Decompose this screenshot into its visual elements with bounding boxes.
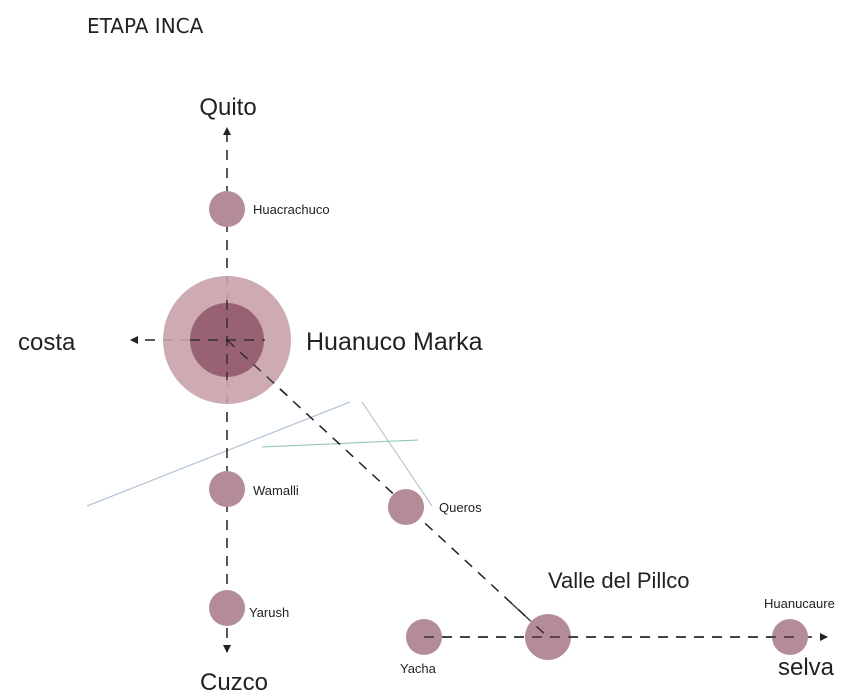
route-center-overlay-d (226, 339, 291, 399)
route-diagonal-overlay (509, 601, 549, 638)
site-label-huanuco-marka: Huanuco Marka (306, 328, 483, 356)
node-yarush (209, 590, 245, 626)
diagram-title: ETAPA INCA (87, 14, 204, 38)
site-label-valle-del-pillco: Valle del Pillco (548, 568, 689, 593)
site-label-yarush: Yarush (249, 605, 289, 620)
thin-line-1 (86, 401, 351, 507)
thin-line-2 (361, 401, 433, 507)
direction-label-west: costa (18, 329, 76, 356)
site-label-huanucaure: Huanucaure (764, 596, 835, 611)
node-valle-del-pillco (525, 614, 571, 660)
site-label-wamalli: Wamalli (253, 483, 299, 498)
site-label-queros: Queros (439, 500, 482, 515)
node-wamalli (209, 471, 245, 507)
direction-label-east: selva (778, 654, 835, 681)
node-huacrachuco (209, 191, 245, 227)
site-label-yacha: Yacha (400, 661, 437, 676)
site-label-huacrachuco: Huacrachuco (253, 202, 330, 217)
thin-line-3 (261, 439, 419, 448)
direction-label-north: Quito (199, 94, 256, 121)
node-queros (388, 489, 424, 525)
direction-label-south: Cuzco (200, 669, 268, 696)
